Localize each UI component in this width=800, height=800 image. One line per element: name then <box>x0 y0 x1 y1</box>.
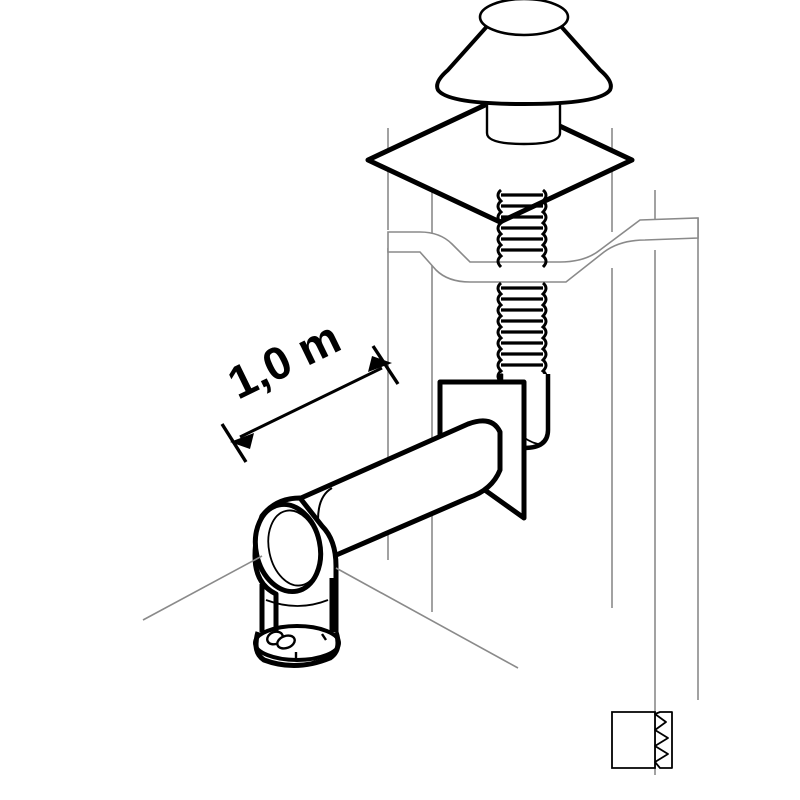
floor-line <box>142 555 519 669</box>
dimension-arrow-right <box>368 356 392 372</box>
tee-piece <box>252 487 339 643</box>
break-line-wall <box>611 711 673 769</box>
dimension-arrow-left <box>230 433 254 449</box>
clearance-dimension: 1,0 m <box>220 311 400 463</box>
chimney-cowl <box>435 0 613 146</box>
wall-section <box>387 128 699 775</box>
condensate-cap <box>253 624 341 669</box>
break-line-chimney <box>387 217 699 283</box>
dimension-line <box>239 366 383 439</box>
